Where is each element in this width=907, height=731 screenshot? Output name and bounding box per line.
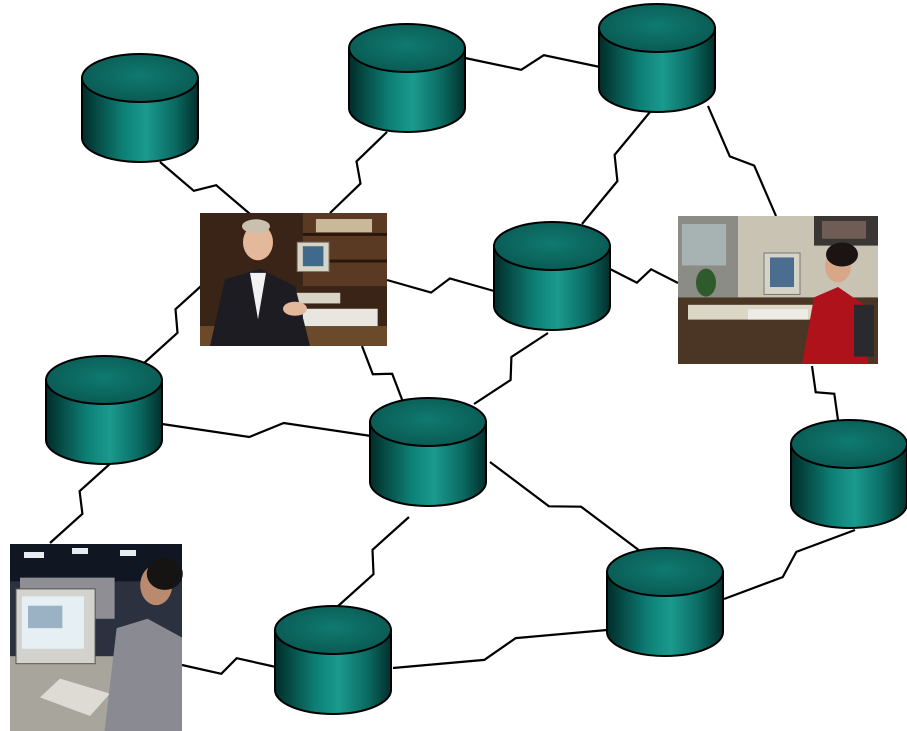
- businessman-at-computer-photo-icon[interactable]: [200, 213, 387, 346]
- db-top-left-database-icon[interactable]: [81, 53, 199, 163]
- db-top-right-top: [598, 3, 716, 53]
- db-left-top: [45, 355, 163, 405]
- woman-at-desk-computer-photo-icon[interactable]: [678, 216, 878, 364]
- link-db-middle-to-db-bottom: [336, 516, 410, 608]
- db-lower-right-database-icon[interactable]: [606, 547, 724, 657]
- link-ws-man-to-db-left: [142, 277, 211, 365]
- db-middle-top: [369, 397, 487, 447]
- link-db-center-to-ws-woman-right: [609, 267, 679, 285]
- link-ws-man-to-db-middle: [360, 345, 405, 403]
- link-db-center-to-db-middle: [473, 332, 549, 405]
- link-ws-woman-right-to-db-right: [810, 365, 840, 421]
- link-db-left-to-db-middle: [161, 421, 372, 439]
- link-ws-man-to-db-center: [386, 277, 495, 294]
- link-db-right-to-db-lower-right: [723, 528, 856, 601]
- link-db-bottom-to-db-lower-right: [392, 628, 608, 670]
- db-top-right-database-icon[interactable]: [598, 3, 716, 113]
- link-db-top-center-to-db-top-right: [464, 54, 601, 71]
- db-center-top: [493, 221, 611, 271]
- db-top-center-database-icon[interactable]: [348, 23, 466, 133]
- link-db-left-to-ws-woman-left: [49, 461, 113, 544]
- link-db-top-left-to-ws-man: [159, 161, 251, 215]
- link-db-top-right-to-ws-woman-right: [706, 105, 778, 217]
- db-right-top: [790, 419, 907, 469]
- db-right-database-icon[interactable]: [790, 419, 907, 529]
- db-left-database-icon[interactable]: [45, 355, 163, 465]
- db-bottom-top: [274, 605, 392, 655]
- db-bottom-database-icon[interactable]: [274, 605, 392, 715]
- links-layer: [49, 54, 856, 676]
- link-db-top-right-to-db-center: [581, 111, 651, 225]
- db-middle-database-icon[interactable]: [369, 397, 487, 507]
- db-top-left-top: [81, 53, 199, 103]
- db-lower-right-top: [606, 547, 724, 597]
- woman-at-terminal-photo-icon[interactable]: [10, 544, 183, 731]
- db-top-center-top: [348, 23, 466, 73]
- db-center-database-icon[interactable]: [493, 221, 611, 331]
- link-db-middle-to-db-lower-right: [489, 461, 641, 552]
- link-ws-man-to-db-top-center: [329, 131, 388, 214]
- nodes-layer: [10, 3, 907, 731]
- link-ws-woman-left-to-db-bottom: [181, 656, 277, 676]
